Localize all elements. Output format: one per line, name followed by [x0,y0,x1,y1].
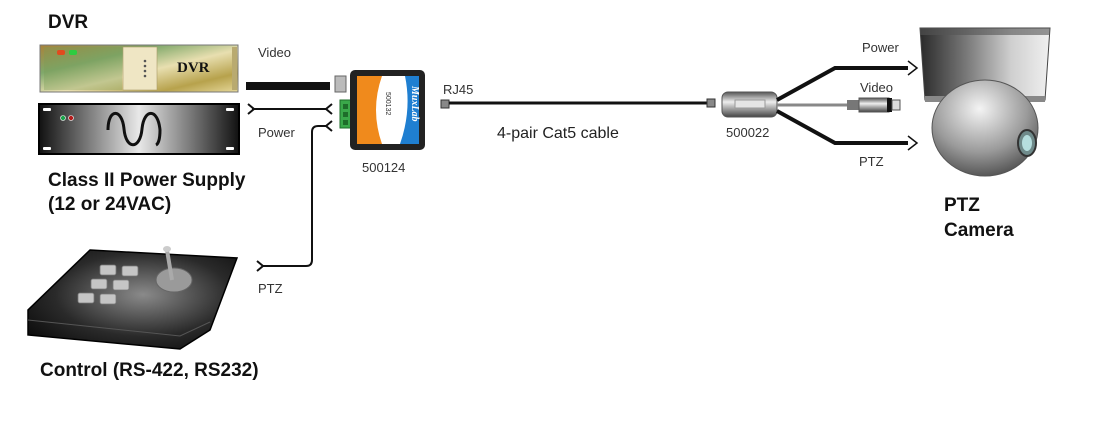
dvr-led-green [69,50,77,55]
dvr-unit [39,44,239,93]
power-cable-right [776,66,908,102]
video-cable-left [246,82,330,90]
dvr-title: DVR [48,12,89,33]
rj45-plug-left [440,99,450,109]
ptz-label-left: PTZ [258,281,283,296]
balun-500124: MuxLab 500132 [334,70,425,150]
rj45-plug-right [706,98,716,108]
video-label-left: Video [258,45,292,60]
balun-print: 500132 [384,92,391,115]
muxlab-logo: MuxLab [409,85,420,122]
power-label-left: Power [258,125,295,140]
joystick [165,249,174,281]
balun-500022 [721,91,778,118]
balun-500124-label: 500124 [362,160,406,175]
power-supply-title-line1: Class II Power Supply [48,170,246,191]
power-label-right: Power [862,40,899,55]
power-supply-unit [38,103,240,155]
power-supply-title-line2: (12 or 24VAC) [48,194,172,215]
controller-title: Control (RS-422, RS232) [40,360,259,381]
balun-500022-label: 500022 [726,125,770,140]
bnc-connector [847,97,901,113]
sine-wave-icon [106,111,162,147]
ptz-label-right: PTZ [859,154,884,169]
camera-title-line2: Camera [944,220,1014,241]
camera-title-line1: PTZ [944,195,980,216]
rj45-label: RJ45 [443,82,474,97]
dvr-face-label: DVR [177,60,210,76]
ptz-cable-right [776,109,908,145]
ptz-camera [919,27,1051,177]
dvr-led-red [57,50,65,55]
cat5-cable-label: 4-pair Cat5 cable [497,125,619,142]
video-label-right: Video [860,80,894,95]
ptz-controller [27,246,239,350]
ptz-cable-left [262,125,326,267]
